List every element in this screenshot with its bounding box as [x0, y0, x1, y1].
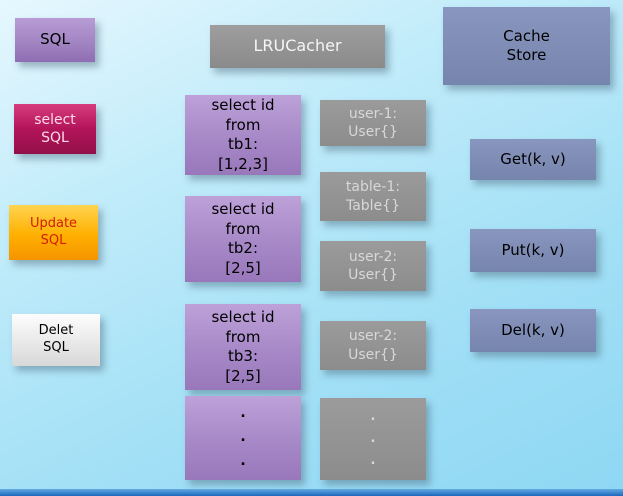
query-box-ellipsis: . . . — [185, 396, 301, 480]
get-op-box: Get(k, v) — [470, 139, 596, 180]
lru-cacher-box: LRUCacher — [210, 25, 385, 68]
cache-entry-ellipsis: . . . — [320, 398, 426, 480]
sql-box: SQL — [15, 18, 95, 62]
query-box-tb3: select id from tb3: [2,5] — [185, 304, 301, 390]
select-sql-box: select SQL — [14, 104, 96, 154]
cache-store-box: Cache Store — [443, 7, 610, 85]
del-op-box: Del(k, v) — [470, 309, 596, 352]
update-sql-box: Update SQL — [9, 205, 98, 260]
bottom-accent-bar — [0, 489, 623, 496]
cache-entry-user-2b: user-2: User{} — [320, 321, 426, 370]
cache-entry-table-1: table-1: Table{} — [320, 172, 426, 221]
query-box-tb2: select id from tb2: [2,5] — [185, 196, 301, 282]
query-box-tb1: select id from tb1: [1,2,3] — [185, 95, 301, 175]
put-op-box: Put(k, v) — [470, 229, 596, 272]
delete-sql-box: Delet SQL — [12, 314, 100, 366]
cache-entry-user-2: user-2: User{} — [320, 241, 426, 291]
cache-entry-user-1: user-1: User{} — [320, 100, 426, 146]
